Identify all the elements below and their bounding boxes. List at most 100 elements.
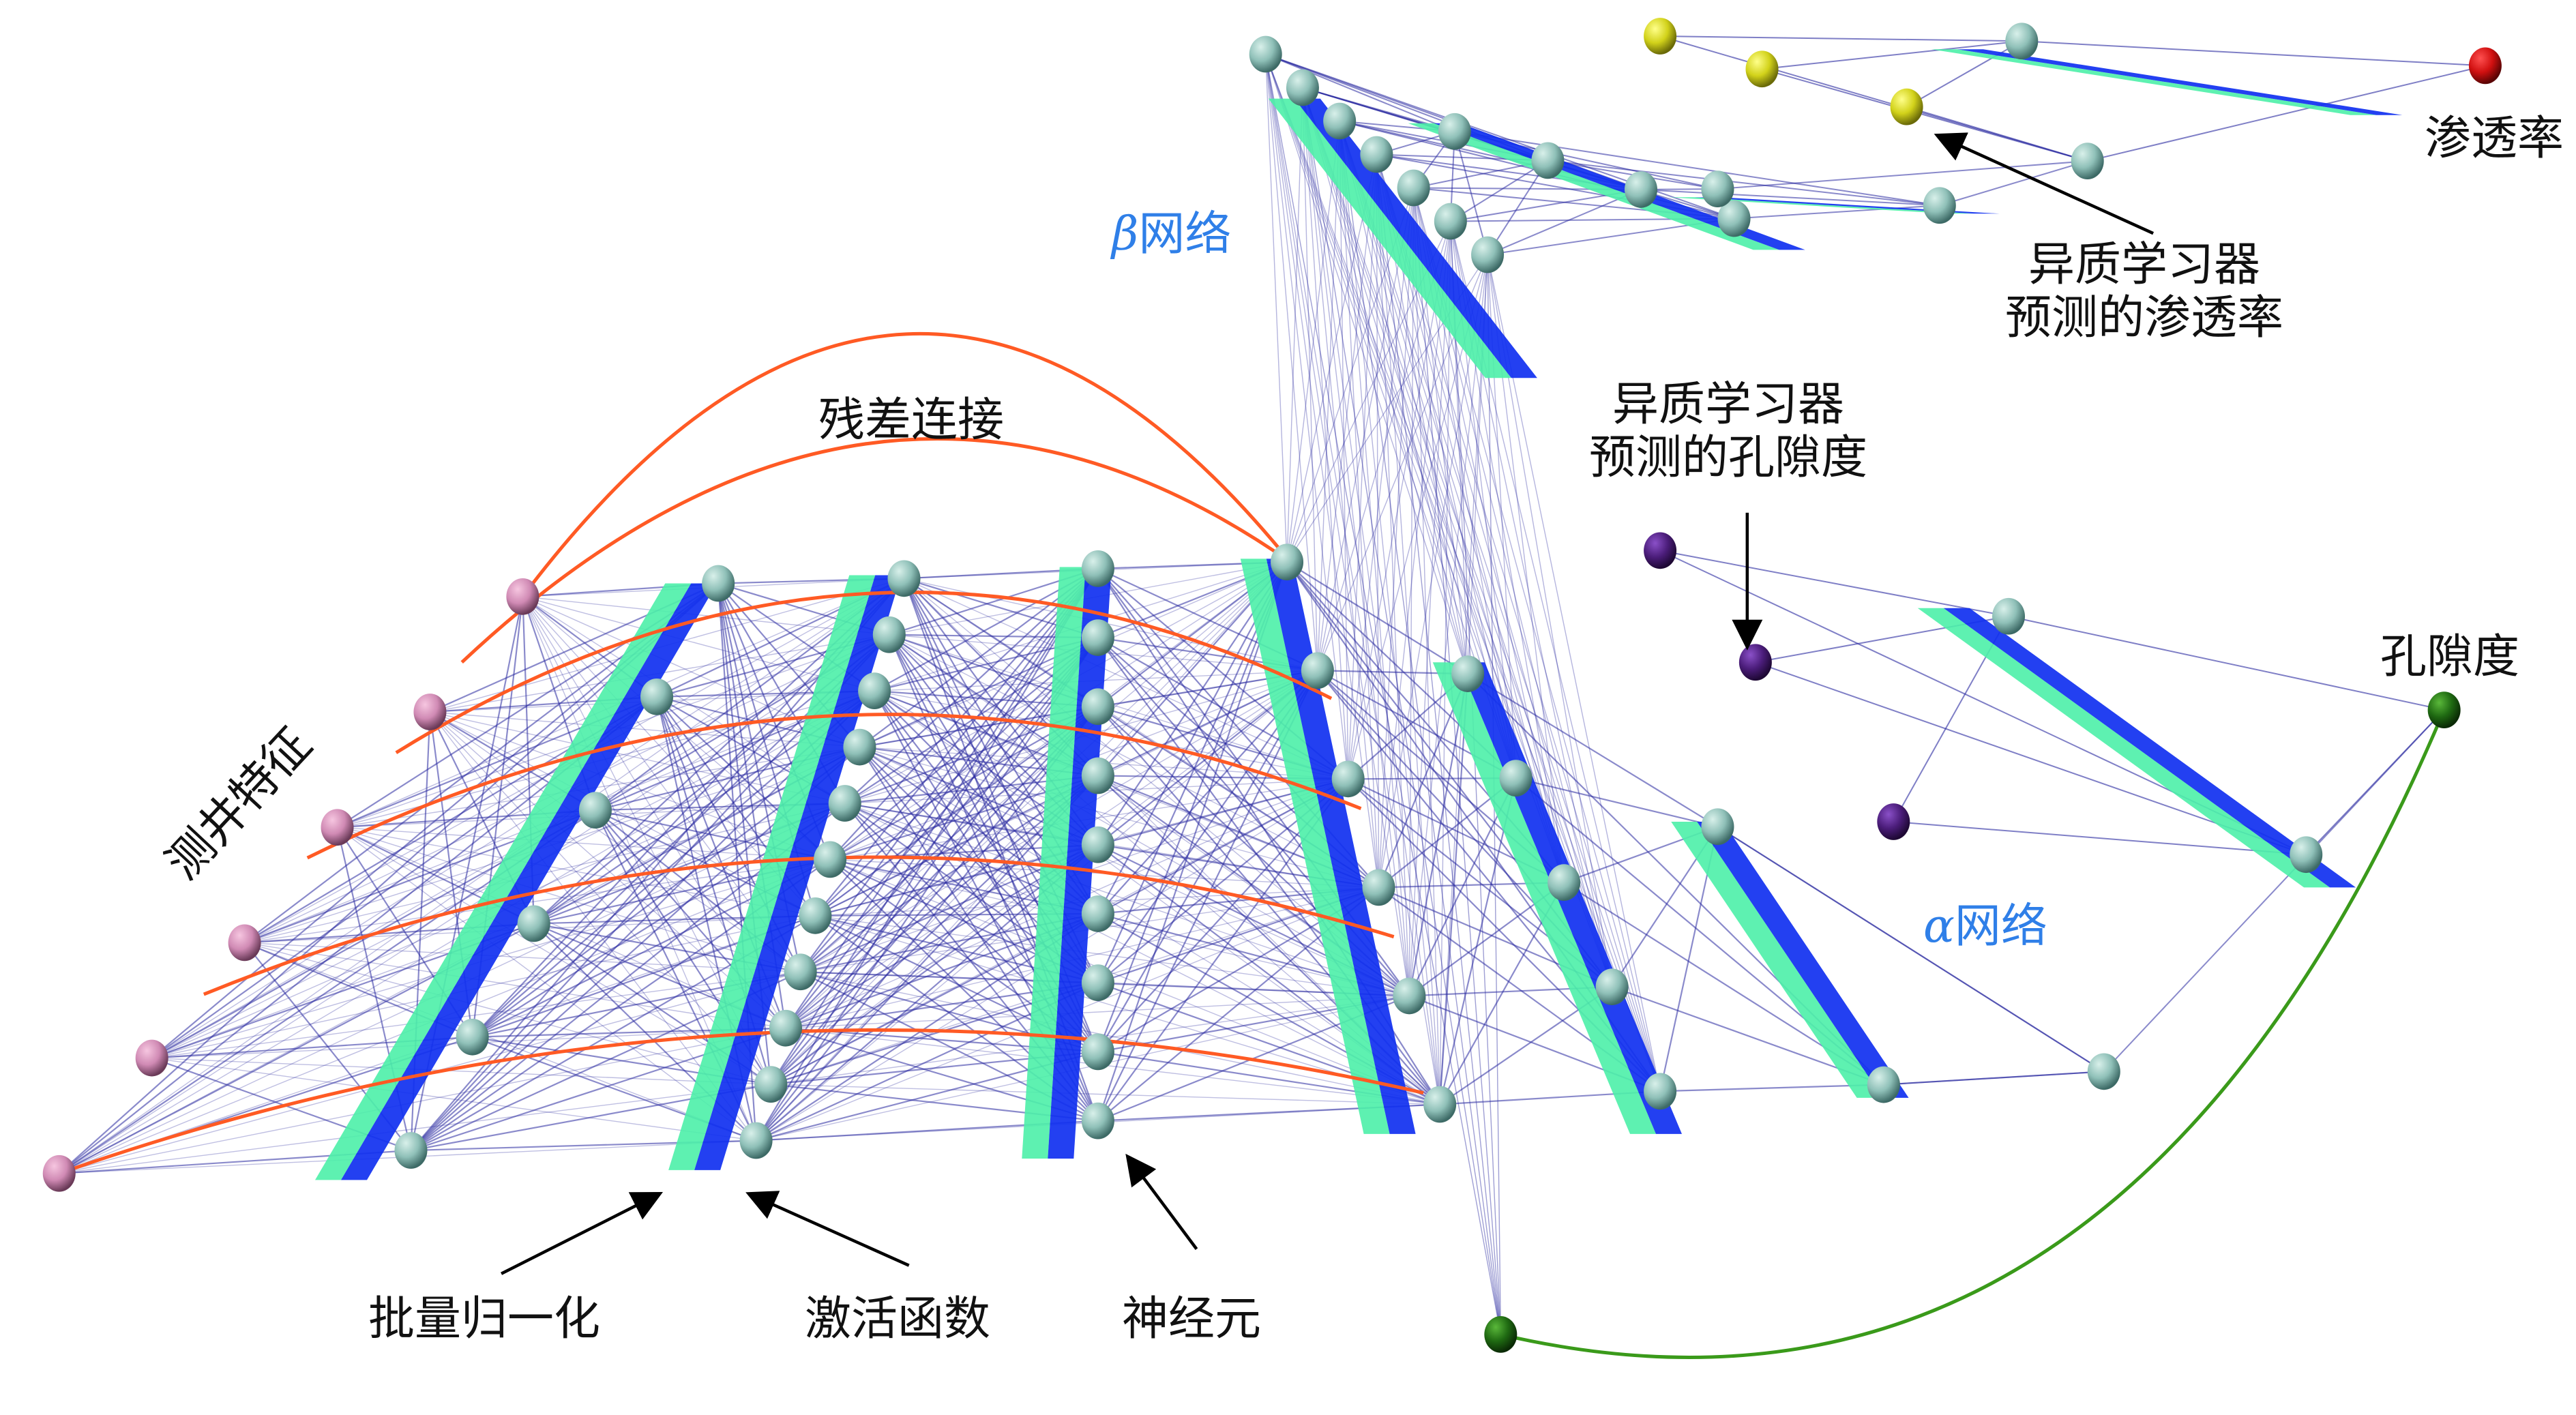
edge <box>1302 87 1380 888</box>
hidden-node <box>858 672 891 710</box>
hidden-node <box>843 728 876 766</box>
edge <box>337 826 801 972</box>
edge <box>1302 87 1502 1335</box>
edge <box>756 561 1288 1142</box>
hidden-node <box>1624 171 1657 208</box>
beta-symbol: β <box>1112 207 1139 261</box>
edge <box>1286 121 1340 563</box>
edge <box>2087 65 2486 162</box>
activation-bar <box>1434 123 1805 250</box>
edge <box>1734 205 1940 220</box>
edge <box>1339 121 1565 883</box>
edge <box>1265 54 1661 1092</box>
edge <box>1302 87 1410 996</box>
edge <box>1317 188 1415 671</box>
alpha-network-text: 网络 <box>1954 899 2047 953</box>
porosity-output-link <box>1500 709 2446 1359</box>
porosity-output-node <box>2427 691 2461 728</box>
edge <box>337 826 816 917</box>
hidden-node <box>1717 200 1751 237</box>
residual-arc <box>460 437 1292 664</box>
edge <box>800 561 1288 972</box>
porosity-sink-node <box>1484 1316 1518 1353</box>
edge <box>1378 221 1451 888</box>
edge <box>2008 615 2444 711</box>
edge <box>522 596 860 748</box>
hidden-node <box>1081 1102 1114 1140</box>
hidden-node <box>1499 760 1533 797</box>
neuron-nodes <box>42 18 2502 1353</box>
alpha-symbol: α <box>1923 899 1955 953</box>
edge <box>874 690 1410 997</box>
learner-permeability-node <box>1644 18 1677 55</box>
hidden-node <box>1867 1066 1900 1103</box>
hidden-node <box>1081 826 1114 863</box>
edge <box>1439 674 1469 1105</box>
edge <box>1376 154 1502 1335</box>
beta-network-text: 网络 <box>1138 207 1232 261</box>
residual-arc <box>306 713 1362 860</box>
hidden-node <box>1531 142 1565 179</box>
hidden-node <box>1331 760 1365 798</box>
hidden-node <box>1249 35 1282 73</box>
edge <box>785 706 1099 1029</box>
edge <box>1097 561 1288 1052</box>
learner-porosity-line1: 异质学习器 <box>1612 378 1845 432</box>
edge <box>785 561 1288 1029</box>
edge <box>522 596 875 691</box>
input-node <box>42 1155 76 1192</box>
edge <box>1286 154 1378 563</box>
edge <box>1317 121 1340 671</box>
hidden-node <box>1081 550 1114 587</box>
edge <box>1376 154 1613 987</box>
edge <box>430 711 845 804</box>
edge <box>430 711 801 972</box>
edge <box>1265 54 1468 674</box>
neuron-label: 神经元 <box>1122 1292 1262 1346</box>
hidden-node <box>1271 543 1304 581</box>
hidden-node <box>1081 1033 1114 1071</box>
activation-bar <box>341 583 717 1180</box>
edge <box>1286 561 1468 675</box>
edge <box>1097 561 1288 983</box>
activation-bar <box>1943 608 2356 888</box>
hidden-node <box>1438 113 1471 150</box>
hidden-node <box>1434 203 1467 240</box>
edge <box>1450 160 1548 222</box>
residual-connection-label: 残差连接 <box>818 393 1005 447</box>
hidden-node <box>2071 143 2104 180</box>
edge <box>1265 54 1349 779</box>
activation-bar <box>1694 197 2000 214</box>
edge <box>1286 87 1303 563</box>
edge <box>337 826 831 861</box>
edge <box>1487 160 1549 256</box>
hidden-node <box>1423 1086 1457 1123</box>
input-node <box>135 1039 168 1077</box>
edge <box>1412 188 1502 1335</box>
batch-norm-label: 批量归一化 <box>368 1292 601 1346</box>
edge <box>859 746 1440 1105</box>
edge <box>1660 35 2022 42</box>
permeability-label: 渗透率 <box>2425 112 2564 166</box>
edge <box>337 746 860 828</box>
batch-norm-bar <box>1931 49 2377 115</box>
edge <box>244 942 801 972</box>
edge <box>844 803 1440 1105</box>
hidden-node <box>578 792 612 829</box>
edge <box>1347 154 1378 779</box>
hidden-node <box>1081 964 1114 1002</box>
hidden-node <box>1362 869 1395 906</box>
edge <box>1302 87 1440 1105</box>
edge <box>1548 160 1940 207</box>
input-node <box>413 694 447 730</box>
edge <box>151 971 801 1059</box>
edge <box>889 634 1348 780</box>
edge <box>1265 54 1380 888</box>
edge <box>756 995 1410 1142</box>
edge <box>1412 188 1440 1105</box>
edge <box>1378 254 1488 888</box>
hidden-node <box>1397 169 1430 207</box>
hidden-node <box>769 1009 802 1047</box>
edge <box>1302 87 1318 671</box>
